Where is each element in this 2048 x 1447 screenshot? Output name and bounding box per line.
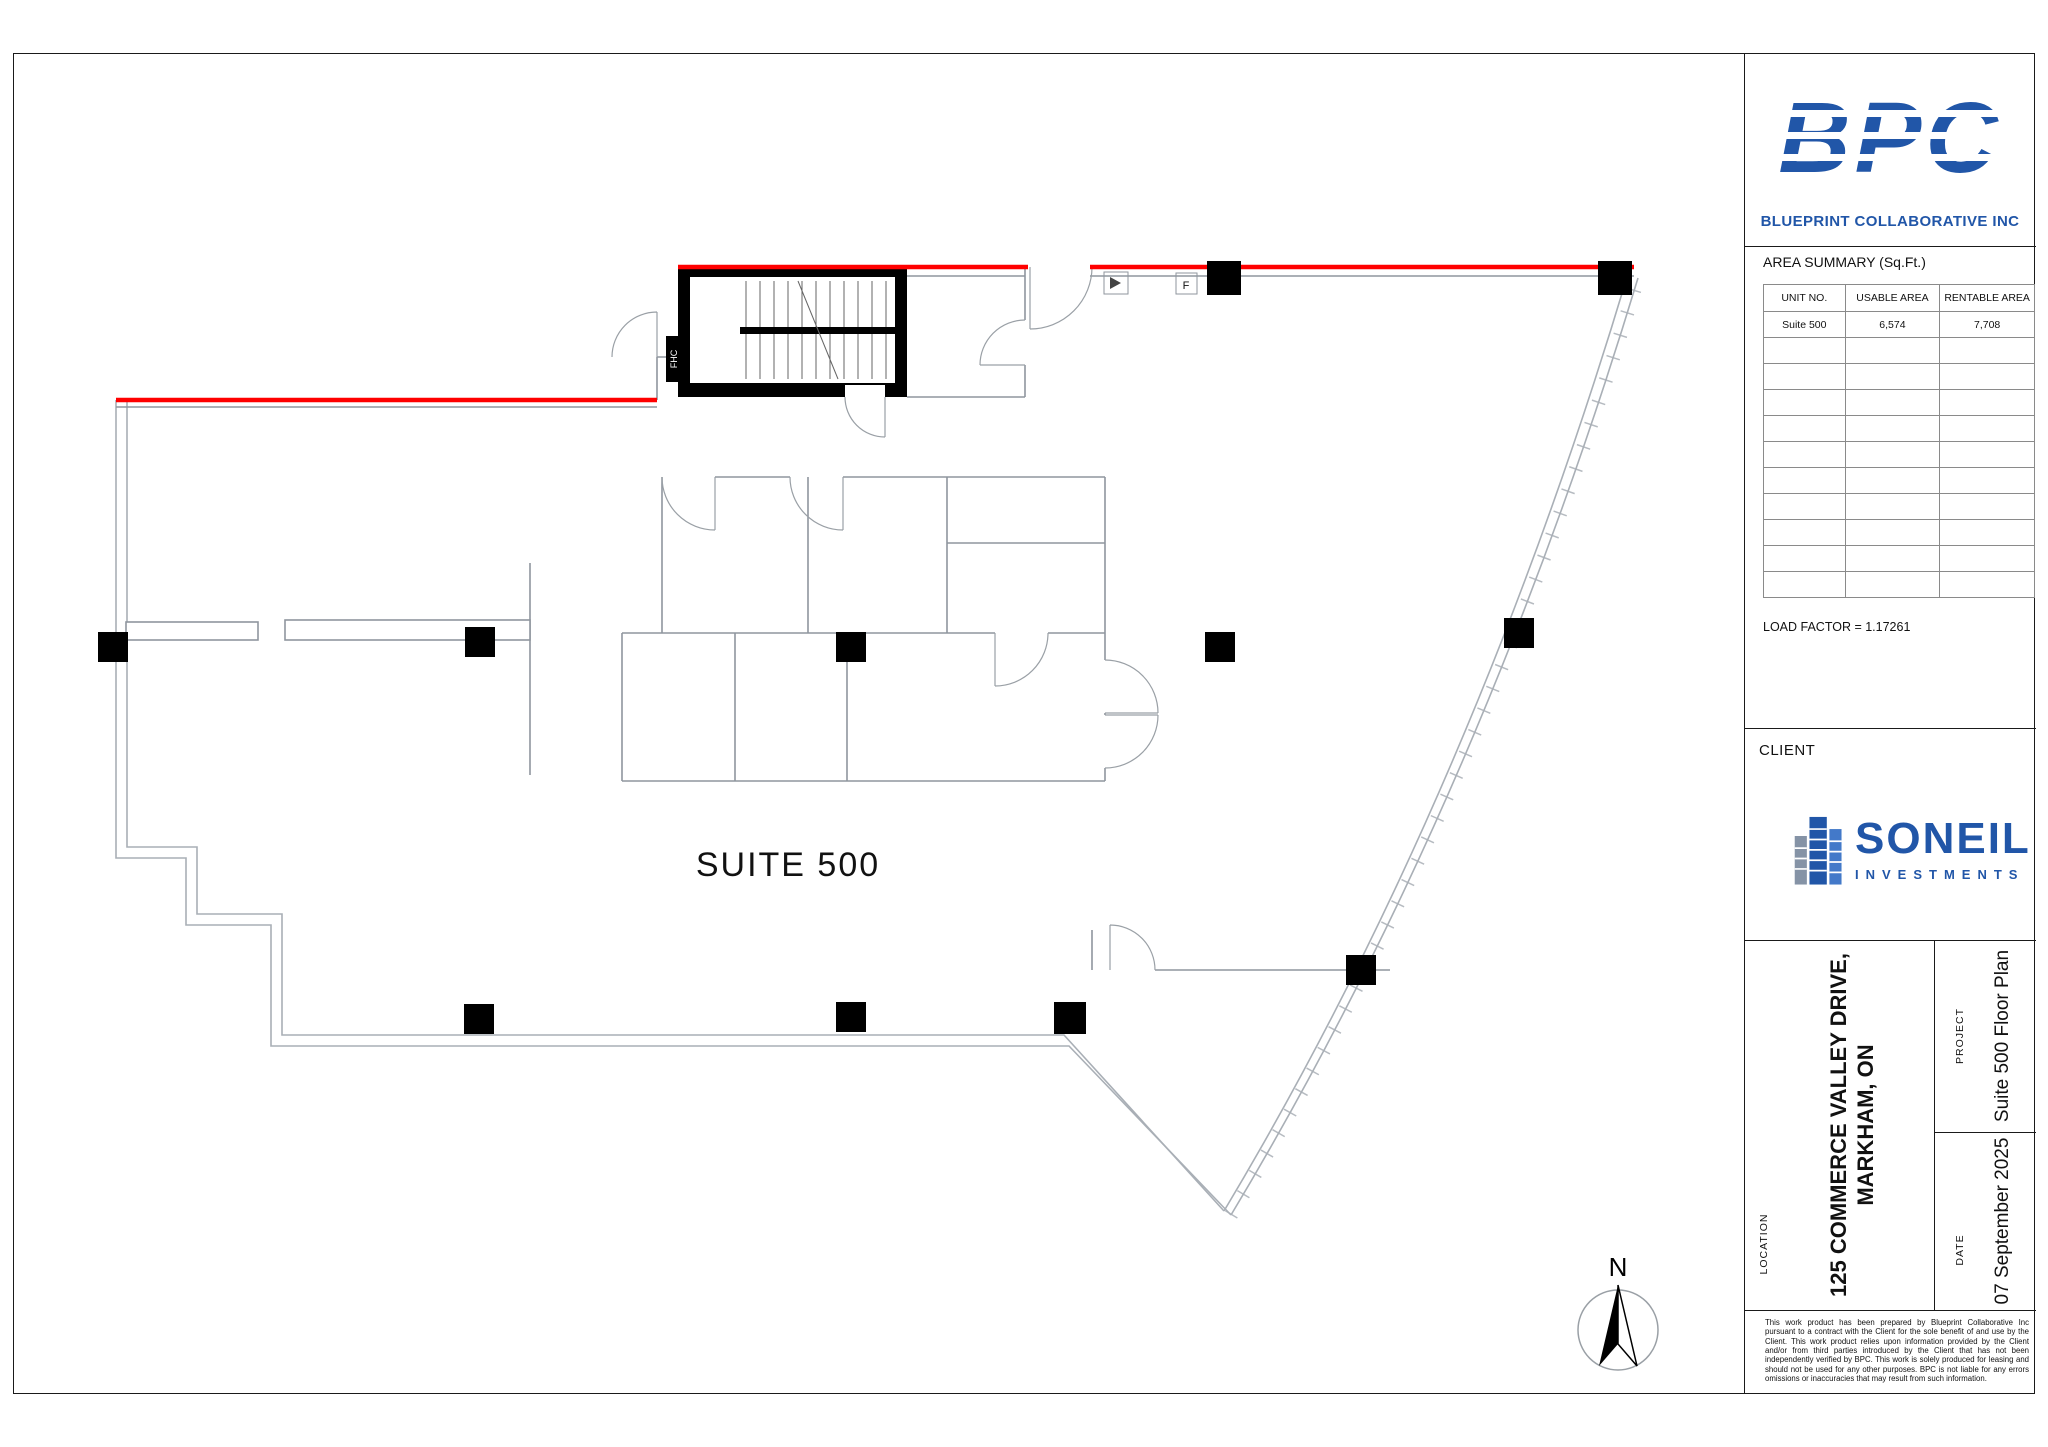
table-row: Suite 500 6,574 7,708 bbox=[1763, 311, 2035, 338]
column bbox=[836, 1002, 866, 1032]
curtain-wall-mullions bbox=[1224, 275, 1645, 1219]
area-summary-table: UNIT NO. USABLE AREA RENTABLE AREA Suite… bbox=[1763, 284, 2035, 598]
client-logo: SONEIL INVESTMENTS bbox=[1793, 806, 2031, 892]
col-usable-area: USABLE AREA bbox=[1844, 284, 1941, 312]
column bbox=[1205, 632, 1235, 662]
column bbox=[836, 632, 866, 662]
stairwell: FHC bbox=[666, 265, 907, 397]
client-label: CLIENT bbox=[1759, 742, 1816, 759]
stair-landing-rail bbox=[740, 327, 895, 334]
brand-subtitle: BLUEPRINT COLLABORATIVE INC bbox=[1760, 213, 2020, 230]
table-row-empty bbox=[1763, 363, 2035, 390]
marker-icon bbox=[1110, 277, 1121, 289]
soneil-buildings-icon bbox=[1794, 816, 1842, 885]
date-value: 07 September 2025 bbox=[1992, 1137, 2013, 1305]
suite-label: SUITE 500 bbox=[696, 846, 880, 884]
column bbox=[465, 627, 495, 657]
table-row-empty bbox=[1763, 467, 2035, 494]
table-row-empty bbox=[1763, 415, 2035, 442]
load-factor: LOAD FACTOR = 1.17261 bbox=[1763, 620, 1911, 634]
exterior-walls bbox=[115, 275, 1645, 1219]
sidebar: BPC BLUEPRINT COLLABORATIVE INC AREA SUM… bbox=[1744, 53, 2036, 1394]
rentable-area-cell: 7,708 bbox=[1939, 311, 2035, 338]
date-label: DATE bbox=[1954, 1234, 1966, 1266]
col-rentable-area: RENTABLE AREA bbox=[1939, 284, 2035, 312]
fhc-label: FHC bbox=[669, 349, 679, 368]
column bbox=[1054, 1002, 1086, 1034]
door-swings bbox=[611, 266, 1159, 971]
north-arrow-dark-half bbox=[1599, 1285, 1618, 1366]
brand-logo: BPC BLUEPRINT COLLABORATIVE INC bbox=[1757, 80, 2023, 230]
location-line-1: 125 COMMERCE VALLEY DRIVE, bbox=[1826, 953, 1851, 1297]
titleblock-top-line bbox=[1745, 940, 2036, 941]
location-line-2: MARKHAM, ON bbox=[1853, 1044, 1878, 1206]
f-label: F bbox=[1183, 280, 1190, 292]
fire-hose-cabinet bbox=[666, 336, 682, 382]
location-value: 125 COMMERCE VALLEY DRIVE, MARKHAM, ON bbox=[1824, 945, 1880, 1305]
divider bbox=[1745, 246, 2036, 247]
client-name: SONEIL bbox=[1855, 813, 2031, 863]
counter bbox=[125, 621, 259, 641]
column bbox=[1504, 618, 1534, 648]
unit-no-cell: Suite 500 bbox=[1763, 311, 1846, 338]
fixtures: F bbox=[1103, 271, 1198, 295]
table-row-empty bbox=[1763, 493, 2035, 520]
usable-area-cell: 6,574 bbox=[1844, 311, 1941, 338]
titleblock-split-line bbox=[1934, 1132, 2036, 1133]
marker-box bbox=[1103, 271, 1129, 295]
divider bbox=[1745, 728, 2036, 729]
column bbox=[1207, 261, 1241, 295]
area-summary-title: AREA SUMMARY (Sq.Ft.) bbox=[1763, 254, 1926, 270]
north-arrow: N bbox=[1577, 1252, 1659, 1371]
f-box bbox=[1175, 272, 1198, 295]
col-unit-no: UNIT NO. bbox=[1763, 284, 1846, 312]
column bbox=[464, 1004, 494, 1034]
stair-door-opening bbox=[845, 385, 885, 397]
table-header-row: UNIT NO. USABLE AREA RENTABLE AREA bbox=[1763, 284, 2035, 312]
table-row-empty bbox=[1763, 571, 2035, 598]
client-subtitle: INVESTMENTS bbox=[1855, 866, 2025, 882]
column bbox=[1346, 955, 1376, 985]
table-row-empty bbox=[1763, 389, 2035, 416]
north-label: N bbox=[1609, 1252, 1628, 1282]
location-label: LOCATION bbox=[1758, 1213, 1770, 1275]
column bbox=[98, 632, 128, 662]
table-row-empty bbox=[1763, 519, 2035, 546]
table-row-empty bbox=[1763, 337, 2035, 364]
titleblock-vertical-line bbox=[1934, 940, 1935, 1310]
drawing-frame bbox=[13, 53, 2035, 1394]
structural-columns bbox=[98, 261, 1632, 1034]
disclaimer-text: This work product has been prepared by B… bbox=[1765, 1318, 2029, 1384]
bpc-logo-icon: BPC bbox=[1760, 82, 2020, 194]
table-row-empty bbox=[1763, 545, 2035, 572]
table-row-empty bbox=[1763, 441, 2035, 468]
stair-break-line bbox=[797, 280, 839, 380]
column bbox=[1598, 261, 1632, 295]
north-arrow-light-half bbox=[1617, 1284, 1638, 1367]
titleblock-bottom-line bbox=[1745, 1310, 2036, 1311]
project-label: PROJECT bbox=[1954, 1008, 1966, 1065]
demising-walls bbox=[116, 264, 1634, 403]
